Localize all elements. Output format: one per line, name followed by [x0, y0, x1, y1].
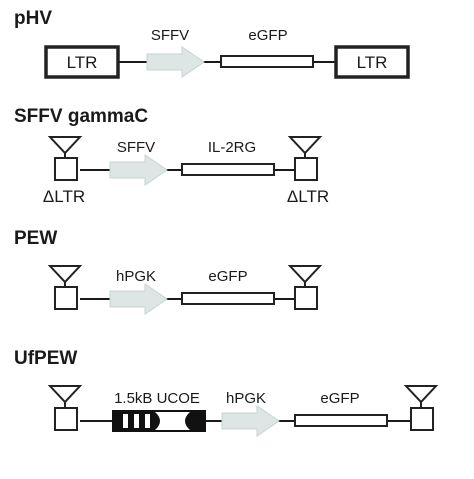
construct-title: PEW	[14, 228, 57, 249]
left-ltr-box: LTR	[44, 45, 120, 79]
right-sin-ltr	[287, 265, 323, 310]
left-sin-ltr	[47, 265, 83, 310]
construct-title: UfPEW	[14, 348, 77, 369]
triangle-marker	[47, 385, 83, 404]
gene-label: eGFP	[208, 268, 247, 285]
promoter-label: hPGK	[116, 268, 156, 285]
gene-box	[181, 292, 275, 305]
construct-title: pHV	[14, 8, 52, 29]
promoter-arrow	[109, 154, 168, 186]
promoter-label: SFFV	[151, 27, 189, 44]
promoter-label: SFFV	[117, 139, 155, 156]
promoter-arrow	[109, 283, 168, 315]
gene-box	[181, 163, 275, 176]
construct-pew: PEW hPGK eGFP	[14, 228, 323, 315]
promoter-arrow	[146, 46, 205, 78]
ltr-square	[410, 407, 434, 431]
right-sin-ltr: ΔLTR	[287, 136, 329, 206]
left-ltr-label: LTR	[67, 53, 98, 72]
gene-label: IL-2RG	[208, 139, 256, 156]
promoter-arrow	[221, 405, 280, 437]
ltr-square	[54, 407, 78, 431]
gene-box	[220, 55, 314, 68]
gene-label: eGFP	[320, 390, 359, 407]
left-sin-ltr: ΔLTR	[43, 136, 85, 206]
ltr-square	[294, 157, 318, 181]
construct-title: SFFV gammaC	[14, 106, 148, 127]
ucoe-label: 1.5kB UCOE	[114, 390, 200, 407]
triangle-marker	[47, 136, 83, 155]
construct-ufpew: UfPEW 1.5kB UCOE hPGK eGFP	[14, 348, 439, 437]
gene-box	[294, 414, 388, 427]
ltr-square	[54, 157, 78, 181]
ltr-square	[294, 286, 318, 310]
gene-label: eGFP	[248, 27, 287, 44]
construct-sffv-gammac: SFFV gammaC ΔLTR SFFV IL-2RG ΔLTR	[14, 106, 329, 206]
promoter-label: hPGK	[226, 390, 266, 407]
ucoe-element	[112, 410, 206, 432]
right-ltr-label: ΔLTR	[287, 187, 329, 206]
triangle-marker	[403, 385, 439, 404]
triangle-marker	[47, 265, 83, 284]
right-ltr-label: LTR	[357, 53, 388, 72]
triangle-marker	[287, 265, 323, 284]
triangle-marker	[287, 136, 323, 155]
right-ltr-box: LTR	[334, 45, 410, 79]
construct-phv: pHV LTR SFFV eGFP LTR	[14, 8, 410, 79]
ltr-square	[54, 286, 78, 310]
left-sin-ltr	[47, 385, 83, 431]
left-ltr-label: ΔLTR	[43, 187, 85, 206]
right-sin-ltr	[403, 385, 439, 431]
